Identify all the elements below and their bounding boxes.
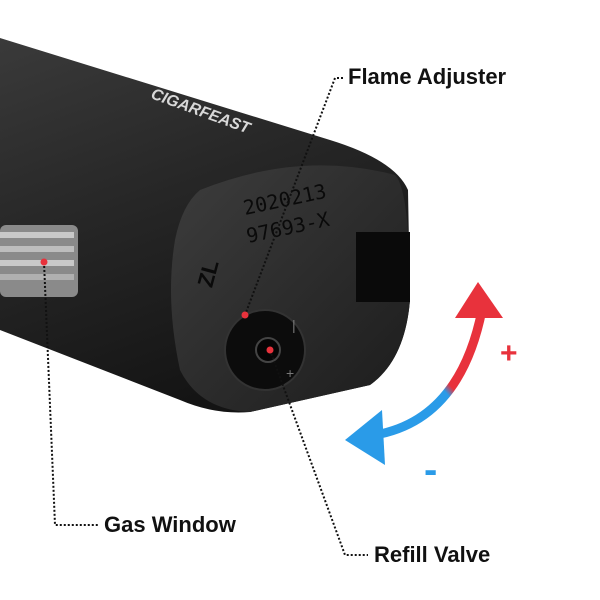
arrow-head-plus (455, 282, 503, 318)
refill-valve-marker (266, 346, 274, 354)
adjust-arrow (345, 282, 503, 465)
gas-window-label: Gas Window (104, 512, 236, 537)
gas-window (0, 225, 78, 297)
svg-text:|: | (292, 317, 296, 333)
flame-adjuster-leader (244, 77, 343, 316)
ignition-slot (356, 232, 410, 302)
minus-sign: - (424, 448, 438, 492)
refill-valve-leader (269, 349, 368, 556)
flame-adjuster-label: Flame Adjuster (348, 64, 507, 89)
arrow-head-minus (345, 410, 385, 465)
svg-text:+: + (286, 365, 294, 381)
flame-adjuster-marker (241, 311, 249, 319)
gas-window-marker (40, 258, 48, 266)
plus-sign: + (500, 337, 518, 370)
refill-valve-label: Refill Valve (374, 542, 491, 567)
